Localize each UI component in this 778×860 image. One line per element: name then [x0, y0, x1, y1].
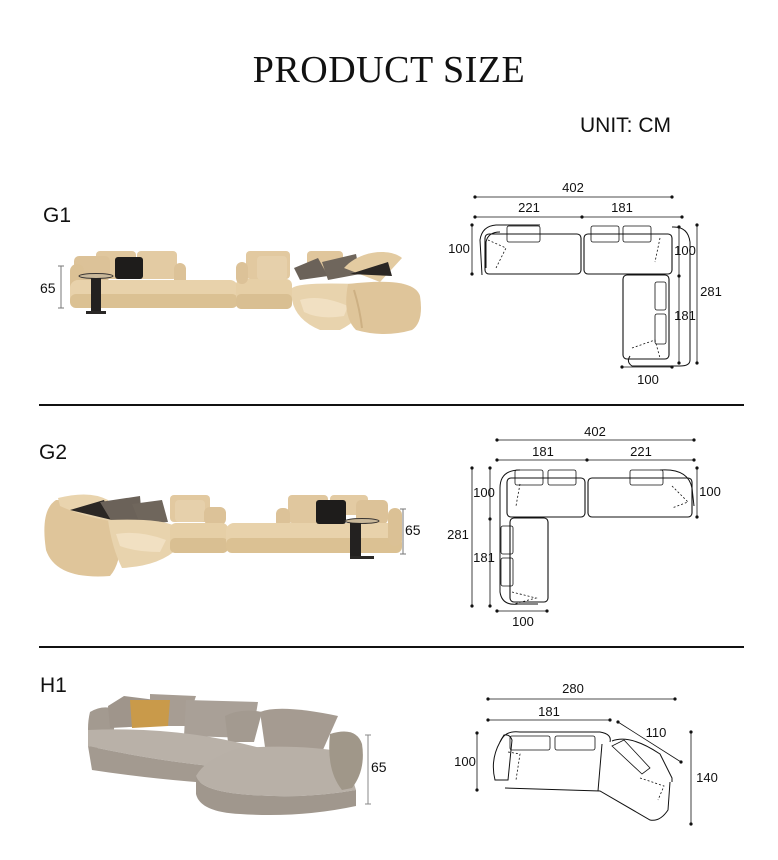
dim-depth: 100	[454, 754, 476, 769]
dim-right-width: 221	[630, 444, 652, 459]
dim-left-width: 181	[532, 444, 554, 459]
dim-chaise-width: 100	[512, 614, 534, 629]
sofa-photo-g1	[58, 251, 421, 334]
dim-overall-depth: 281	[447, 527, 469, 542]
height-label: 65	[40, 280, 56, 296]
dim-overall-depth: 140	[696, 770, 718, 785]
dimension-diagram-g1: 402 221 181 100 100 181 281 100	[448, 180, 722, 387]
sofa-photo-g2	[44, 494, 406, 577]
dim-overall-width: 402	[562, 180, 584, 195]
unit-label: UNIT: CM	[580, 114, 671, 137]
dim-overall-width: 280	[562, 681, 584, 696]
dim-left-depth: 100	[448, 241, 470, 256]
dim-left-width: 221	[518, 200, 540, 215]
dim-overall-depth: 281	[700, 284, 722, 299]
dim-chaise-length: 181	[674, 308, 696, 323]
section-divider	[39, 646, 744, 648]
section-divider	[39, 404, 744, 406]
product-code: G1	[43, 204, 72, 227]
height-label: 65	[371, 759, 387, 775]
height-label: 65	[405, 522, 421, 538]
dim-straight-width: 181	[538, 704, 560, 719]
dim-left-depth: 100	[473, 485, 495, 500]
product-code: H1	[40, 674, 67, 697]
dim-chaise-length: 181	[473, 550, 495, 565]
dim-angled-width: 110	[646, 725, 667, 740]
dim-chaise-width: 100	[637, 372, 659, 387]
page-title: PRODUCT SIZE	[252, 49, 526, 91]
dim-right-depth: 100	[699, 484, 721, 499]
dimension-diagram-g2: 402 181 221 100 100 181 281 100	[447, 424, 721, 629]
product-code: G2	[39, 441, 68, 464]
dim-overall-width: 402	[584, 424, 606, 439]
dim-right-depth: 100	[674, 243, 696, 258]
dim-right-width: 181	[611, 200, 633, 215]
